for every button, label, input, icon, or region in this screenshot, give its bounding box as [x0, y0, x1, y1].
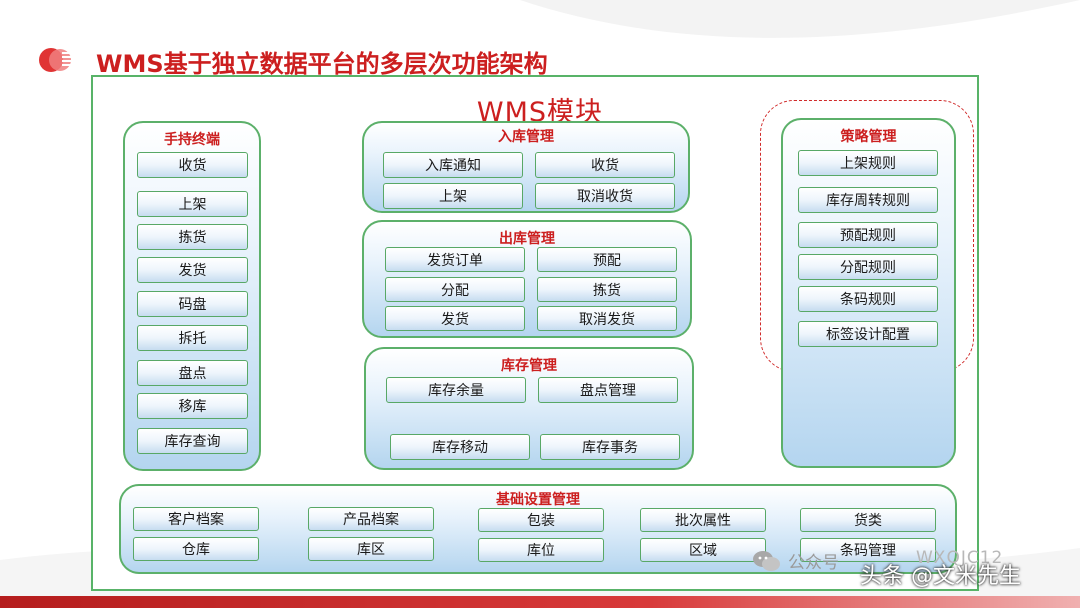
strategy-label-design-button[interactable]: 标签设计配置	[798, 321, 938, 347]
strategy-panel-title: 策略管理	[840, 129, 897, 145]
basic-product-button[interactable]: 产品档案	[308, 507, 434, 531]
inbound-putaway-button[interactable]: 上架	[383, 183, 523, 209]
wechat-icon	[753, 550, 780, 571]
handheld-putaway-button[interactable]: 上架	[137, 191, 248, 217]
handheld-inventory-query-button[interactable]: 库存查询	[137, 428, 248, 454]
footer-band	[0, 596, 1080, 608]
strategy-putaway-rule-button[interactable]: 上架规则	[798, 150, 938, 176]
outbound-order-button[interactable]: 发货订单	[385, 247, 525, 272]
slide-title: WMS基于独立数据平台的多层次功能架构	[96, 50, 548, 78]
wechat-watermark-text: 公众号	[788, 553, 839, 573]
basic-package-button[interactable]: 包装	[478, 508, 604, 532]
handheld-picking-button[interactable]: 拣货	[137, 224, 248, 250]
inventory-move-button[interactable]: 库存移动	[390, 434, 530, 460]
outbound-picking-button[interactable]: 拣货	[537, 277, 677, 302]
outbound-shipping-button[interactable]: 发货	[385, 306, 525, 331]
wechat-watermark: 公众号	[752, 548, 839, 573]
basic-zone-button[interactable]: 库区	[308, 537, 434, 561]
outbound-cancel-shipping-button[interactable]: 取消发货	[537, 306, 677, 331]
inbound-panel-title: 入库管理	[498, 129, 554, 145]
inventory-panel-title: 库存管理	[501, 358, 557, 374]
handheld-move-button[interactable]: 移库	[137, 393, 248, 419]
inventory-transactions-button[interactable]: 库存事务	[540, 434, 680, 460]
handheld-depalletize-button[interactable]: 拆托	[137, 325, 248, 351]
inventory-stocktake-button[interactable]: 盘点管理	[538, 377, 678, 403]
handheld-shipping-button[interactable]: 发货	[137, 257, 248, 283]
basic-customer-button[interactable]: 客户档案	[133, 507, 259, 531]
outbound-allocate-button[interactable]: 分配	[385, 277, 525, 302]
inbound-receive-button[interactable]: 收货	[535, 152, 675, 178]
account-handle-watermark: WXQJC12	[916, 548, 1004, 568]
basic-lot-attribute-button[interactable]: 批次属性	[640, 508, 766, 532]
basic-location-button[interactable]: 库位	[478, 538, 604, 562]
basic-area-button[interactable]: 区域	[640, 538, 766, 562]
outbound-preallocate-button[interactable]: 预配	[537, 247, 677, 272]
handheld-palletize-button[interactable]: 码盘	[137, 291, 248, 317]
strategy-allocate-rule-button[interactable]: 分配规则	[798, 254, 938, 280]
basic-goods-class-button[interactable]: 货类	[800, 508, 936, 532]
basic-barcode-button[interactable]: 条码管理	[800, 538, 936, 562]
strategy-preallocate-rule-button[interactable]: 预配规则	[798, 222, 938, 248]
toutiao-watermark: 头条 @文米先生	[860, 564, 1021, 589]
handheld-receive-button[interactable]: 收货	[137, 152, 248, 178]
logo-icon	[39, 48, 80, 72]
outbound-panel-title: 出库管理	[499, 231, 555, 247]
strategy-barcode-rule-button[interactable]: 条码规则	[798, 286, 938, 312]
handheld-panel-title: 手持终端	[164, 132, 220, 148]
handheld-stocktake-button[interactable]: 盘点	[137, 360, 248, 386]
inbound-cancel-receive-button[interactable]: 取消收货	[535, 183, 675, 209]
inventory-balance-button[interactable]: 库存余量	[386, 377, 526, 403]
inbound-notice-button[interactable]: 入库通知	[383, 152, 523, 178]
basic-warehouse-button[interactable]: 仓库	[133, 537, 259, 561]
strategy-turnover-rule-button[interactable]: 库存周转规则	[798, 187, 938, 213]
basic-settings-panel-title: 基础设置管理	[496, 492, 580, 508]
